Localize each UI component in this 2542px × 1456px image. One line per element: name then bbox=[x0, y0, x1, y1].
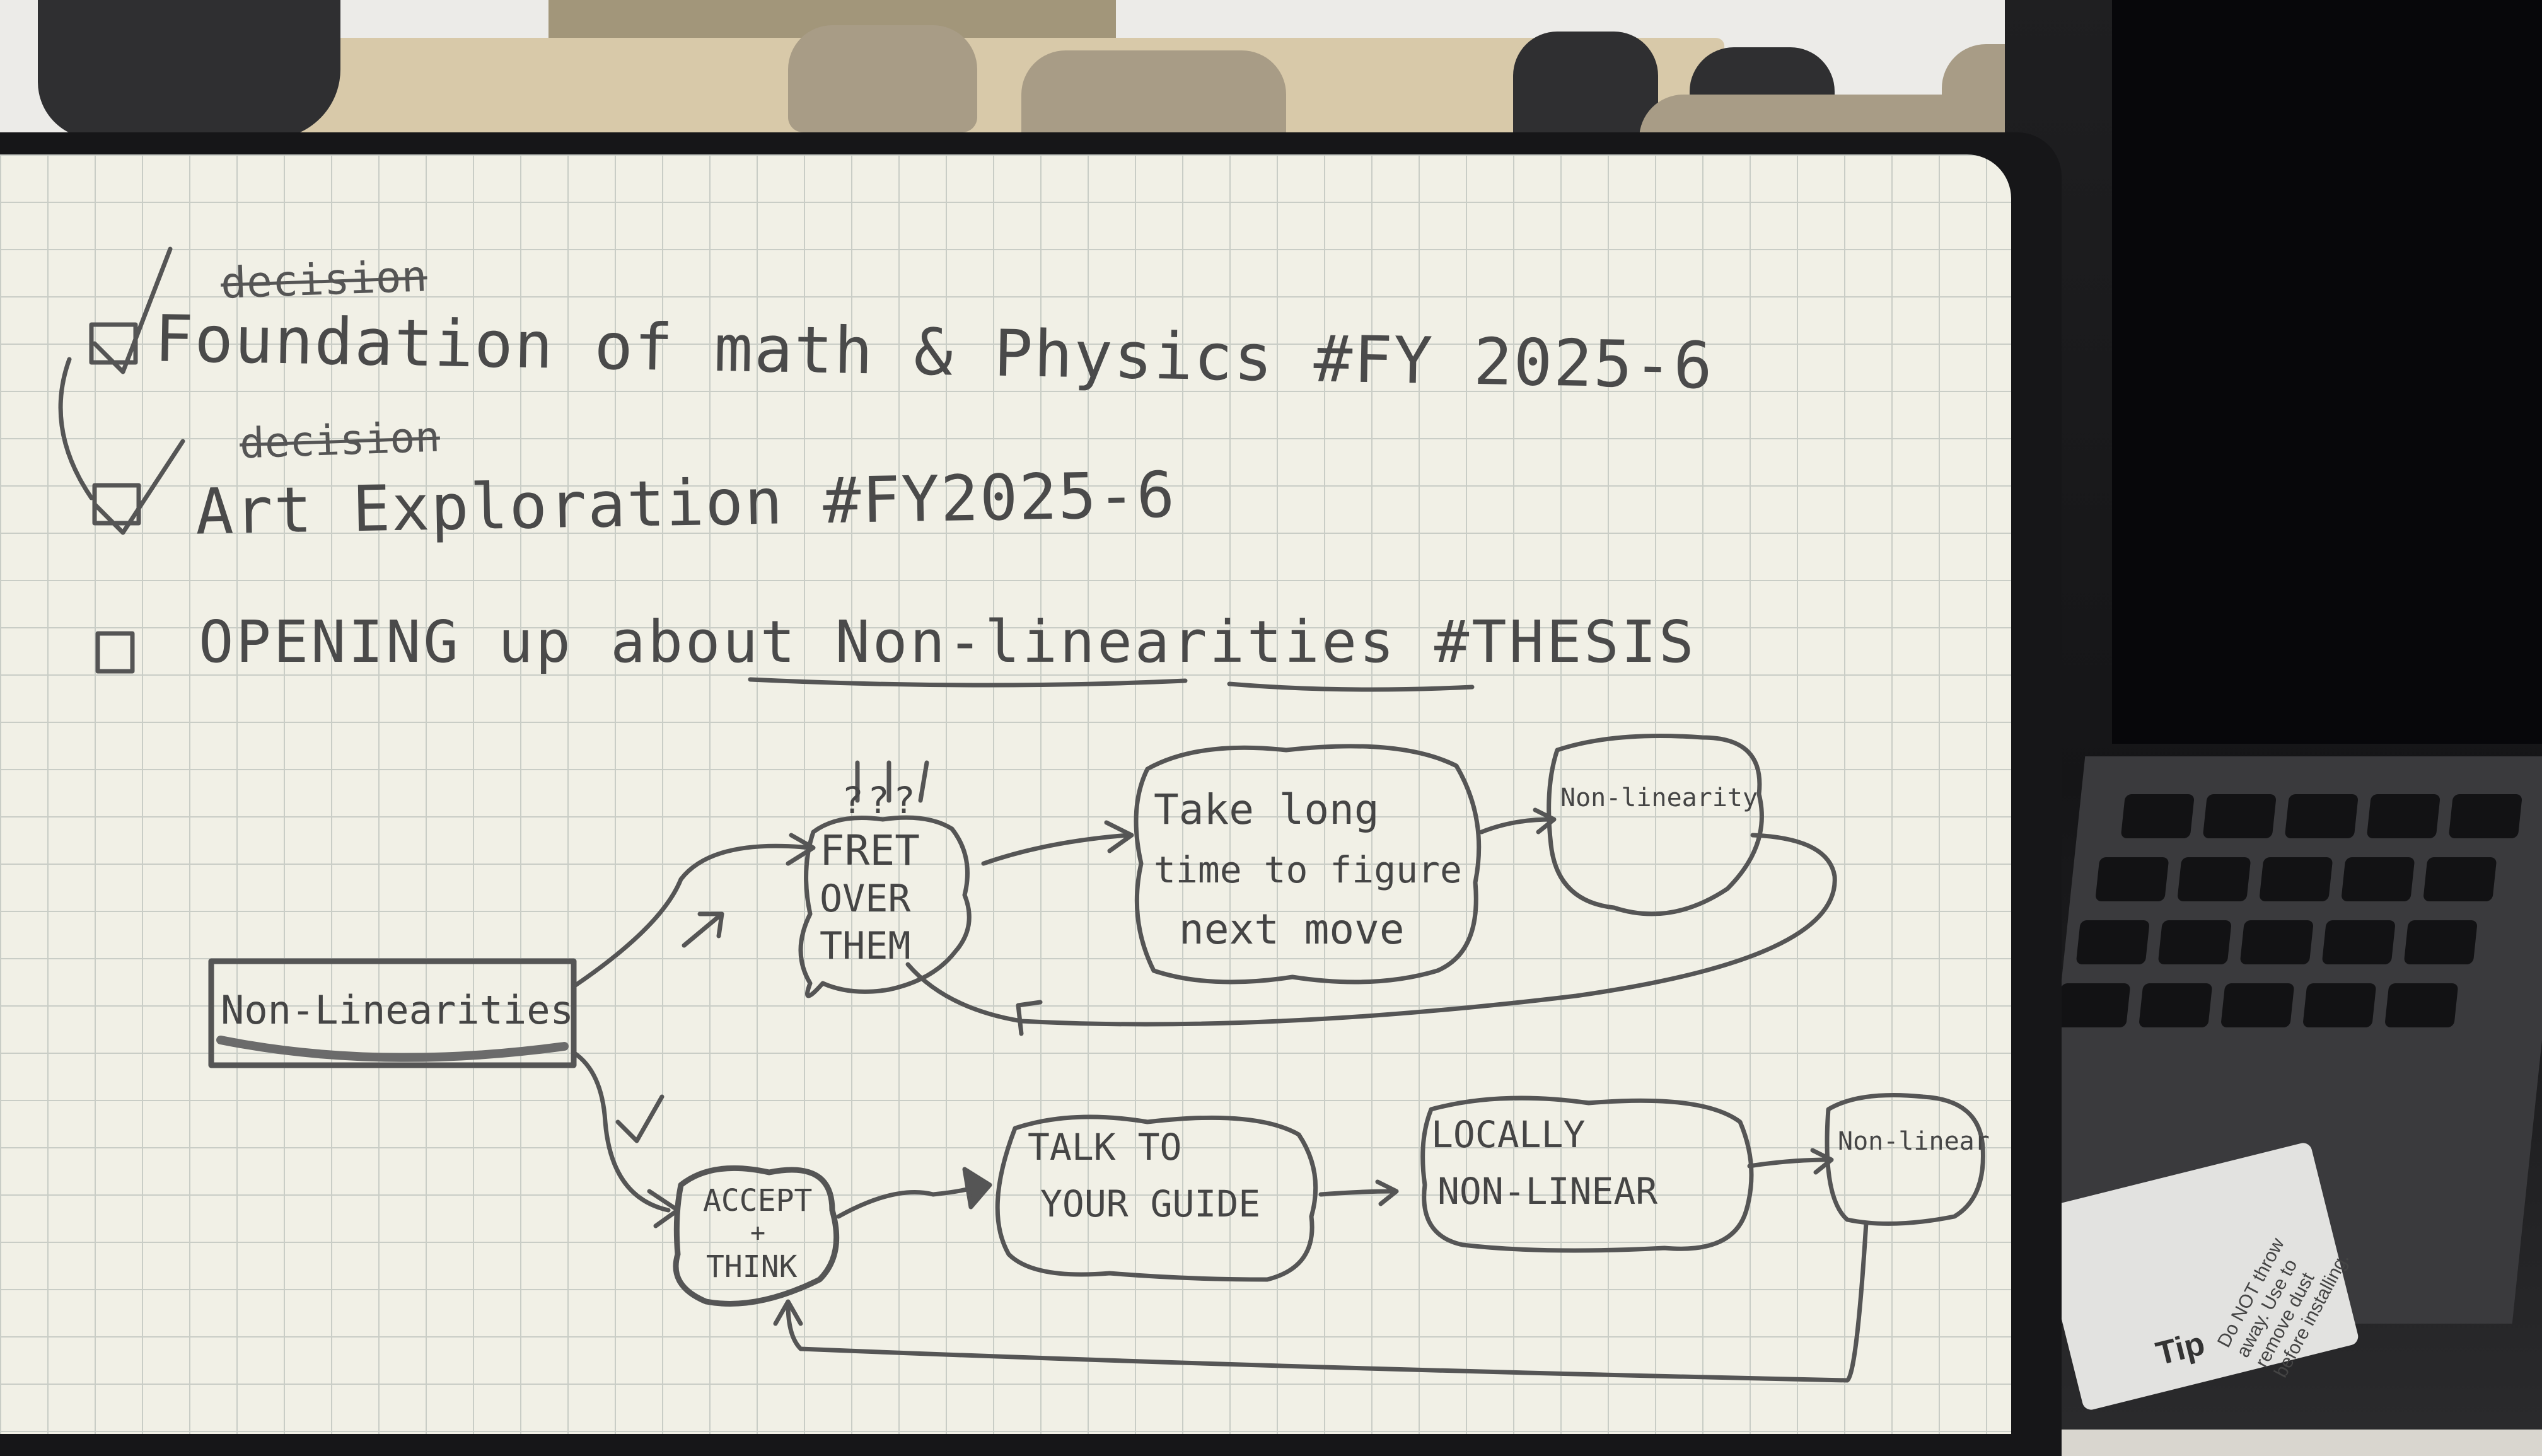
node-takelong-line-3: next move bbox=[1179, 905, 1405, 954]
dark-bag bbox=[38, 0, 340, 139]
arrow-takelong-to-nonlinear bbox=[1479, 817, 1553, 835]
node-fret-blob bbox=[798, 815, 972, 998]
node-accept-line-2: + bbox=[750, 1218, 766, 1247]
node-start-box bbox=[208, 958, 577, 1068]
node-start-label: Non-Linearities bbox=[221, 987, 574, 1033]
node-takelong-line-2: time to figure bbox=[1154, 848, 1462, 891]
arrow-mark-top bbox=[682, 911, 724, 948]
node-talk-line-2: YOUR GUIDE bbox=[1040, 1182, 1261, 1225]
node-fret-line-2: OVER bbox=[820, 877, 911, 921]
node-takelong-blob bbox=[1134, 744, 1482, 985]
task-3-text: OPENING up about Non-linearities #THESIS bbox=[199, 608, 1697, 676]
node-fret-line-3: THEM bbox=[820, 924, 911, 968]
arrow-start-to-fret bbox=[571, 843, 813, 989]
arrow-accept-to-talk bbox=[836, 1182, 986, 1219]
checkmark-1-icon bbox=[92, 246, 173, 374]
checkmark-2-icon bbox=[92, 439, 185, 535]
notebook-page bbox=[0, 154, 2011, 1434]
check-mark-bottom bbox=[615, 1094, 665, 1143]
node-start-shading bbox=[216, 1036, 569, 1062]
node-fret-line-1: FRET bbox=[820, 826, 920, 875]
node-nonlinear-bottom-blob bbox=[1825, 1093, 1985, 1226]
loop-back-bottom bbox=[786, 1220, 1869, 1383]
node-locally-line-1: LOCALLY bbox=[1431, 1113, 1586, 1156]
node-takelong-line-1: Take long bbox=[1154, 785, 1379, 834]
node-accept-line-1: ACCEPT bbox=[703, 1183, 813, 1218]
node-nonlinear-bottom-label: Non-linear bbox=[1838, 1127, 1990, 1156]
node-locally-line-2: NON-LINEAR bbox=[1437, 1170, 1658, 1213]
checkbox-3-icon bbox=[95, 631, 135, 674]
arrow-talk-to-locally bbox=[1318, 1189, 1396, 1197]
node-accept-blob bbox=[673, 1165, 840, 1307]
underline-nonlinearities bbox=[748, 677, 1188, 688]
laptop-screen bbox=[2112, 0, 2542, 744]
node-locally-blob bbox=[1420, 1095, 1754, 1253]
node-accept-line-3: THINK bbox=[706, 1249, 798, 1285]
question-marks-icon bbox=[855, 760, 929, 803]
chair-1 bbox=[788, 25, 977, 132]
arrow-locally-to-nonlinear bbox=[1747, 1157, 1831, 1169]
node-nonlinear-top-blob bbox=[1547, 734, 1764, 916]
node-nonlinear-top-label: Non-linearity bbox=[1560, 783, 1758, 812]
question-marks: ??? bbox=[842, 779, 919, 822]
bracket-icon bbox=[58, 357, 94, 500]
loop-back-top bbox=[905, 833, 1837, 1027]
underline-thesis bbox=[1227, 681, 1475, 692]
arrow-fret-to-takelong bbox=[981, 833, 1131, 866]
arrow-start-to-accept bbox=[571, 1050, 671, 1213]
node-talk-blob bbox=[995, 1114, 1318, 1282]
node-talk-line-1: TALK TO bbox=[1028, 1126, 1182, 1169]
